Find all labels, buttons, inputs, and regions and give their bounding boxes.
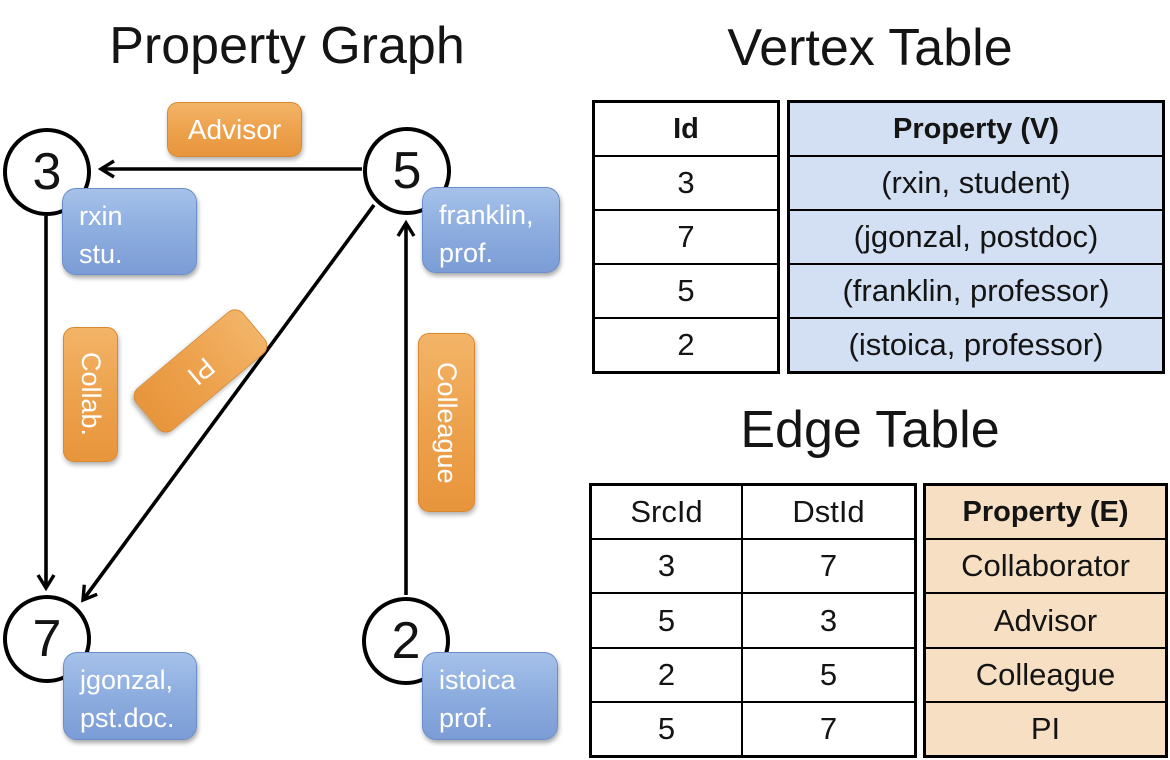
vertex-property-line: prof. xyxy=(439,703,494,734)
edge-table-header-srcid: SrcId xyxy=(630,494,703,530)
vertex-property-line: franklin, xyxy=(439,200,534,230)
edge-label-collab: Collab. xyxy=(63,327,118,462)
vertex-table-id-cell: 5 xyxy=(595,263,777,317)
edge-table-header-row: SrcId DstId xyxy=(592,486,914,539)
edge-table-src-cell: 5 xyxy=(657,602,676,638)
edge-table-dst-cell: 7 xyxy=(741,702,914,756)
edge-table-property-cell: PI xyxy=(926,700,1165,756)
vertex-property-box-jgonzal: jgonzal, pst.doc. xyxy=(63,652,197,740)
edge-label-colleague: Colleague xyxy=(418,333,475,512)
vertex-table-id-cell: 2 xyxy=(595,317,777,371)
vertex-property-line: istoica xyxy=(439,665,516,695)
edge-table-id-row: 5 7 xyxy=(592,700,914,756)
edge-table-src-cell: 2 xyxy=(657,656,676,692)
edge-table-property-cell: Advisor xyxy=(926,592,1165,647)
property-graph-title: Property Graph xyxy=(109,17,465,75)
vertex-table-id-cell: 3 xyxy=(595,155,777,209)
edge-table-property-column: Property (E) Collaborator Advisor Collea… xyxy=(923,483,1168,758)
edge-table-src-cell: 3 xyxy=(657,548,676,584)
vertex-node-2-id: 2 xyxy=(391,612,421,670)
vertex-property-line: pst.doc. xyxy=(80,703,175,734)
vertex-table-title: Vertex Table xyxy=(727,19,1013,77)
vertex-node-3-id: 3 xyxy=(32,143,62,201)
edge-table-dst-cell: 5 xyxy=(741,648,914,701)
vertex-table-property-cell: (franklin, professor) xyxy=(790,263,1162,317)
vertex-property-box-franklin: franklin, prof. xyxy=(422,187,560,273)
edge-table-src-cell: 5 xyxy=(657,710,676,746)
vertex-node-7-id: 7 xyxy=(32,610,62,668)
vertex-property-line: jgonzal, xyxy=(80,665,174,695)
edge-table-property-cell: Collaborator xyxy=(926,538,1165,593)
edge-table-id-row: 2 5 xyxy=(592,646,914,701)
edge-table-header-dstid: DstId xyxy=(741,486,914,539)
edge-table-id-row: 3 7 xyxy=(592,538,914,593)
vertex-table-header-property: Property (V) xyxy=(790,103,1162,155)
edge-table-id-row: 5 3 xyxy=(592,592,914,647)
vertex-property-line: stu. xyxy=(79,239,123,270)
vertex-table-property-cell: (rxin, student) xyxy=(790,155,1162,209)
edge-table-dst-cell: 3 xyxy=(741,594,914,647)
vertex-node-3: 3 xyxy=(3,128,91,216)
vertex-table-property-cell: (jgonzal, postdoc) xyxy=(790,209,1162,263)
vertex-property-line: prof. xyxy=(439,238,494,269)
vertex-table-id-column: Id 3 7 5 2 xyxy=(592,100,780,374)
edge-label-advisor: Advisor xyxy=(167,102,302,157)
vertex-table-property-column: Property (V) (rxin, student) (jgonzal, p… xyxy=(787,100,1165,374)
vertex-property-box-rxin: rxin stu. xyxy=(62,188,197,275)
edge-table-title: Edge Table xyxy=(740,401,1000,459)
edge-pi-5-to-7 xyxy=(81,203,376,603)
edge-table-header-property: Property (E) xyxy=(926,486,1165,539)
vertex-node-5-id: 5 xyxy=(392,142,422,200)
vertex-table-header-id: Id xyxy=(673,112,699,145)
vertex-table-id-cell: 7 xyxy=(595,209,777,263)
vertex-property-box-istoica: istoica prof. xyxy=(422,652,558,740)
edge-table-ids-columns: SrcId DstId 3 7 5 3 2 5 5 7 xyxy=(589,483,917,758)
edge-table-property-cell: Colleague xyxy=(926,646,1165,701)
edge-table-dst-cell: 7 xyxy=(741,540,914,593)
vertex-table-property-cell: (istoica, professor) xyxy=(790,317,1162,371)
vertex-property-line: rxin xyxy=(79,201,123,231)
